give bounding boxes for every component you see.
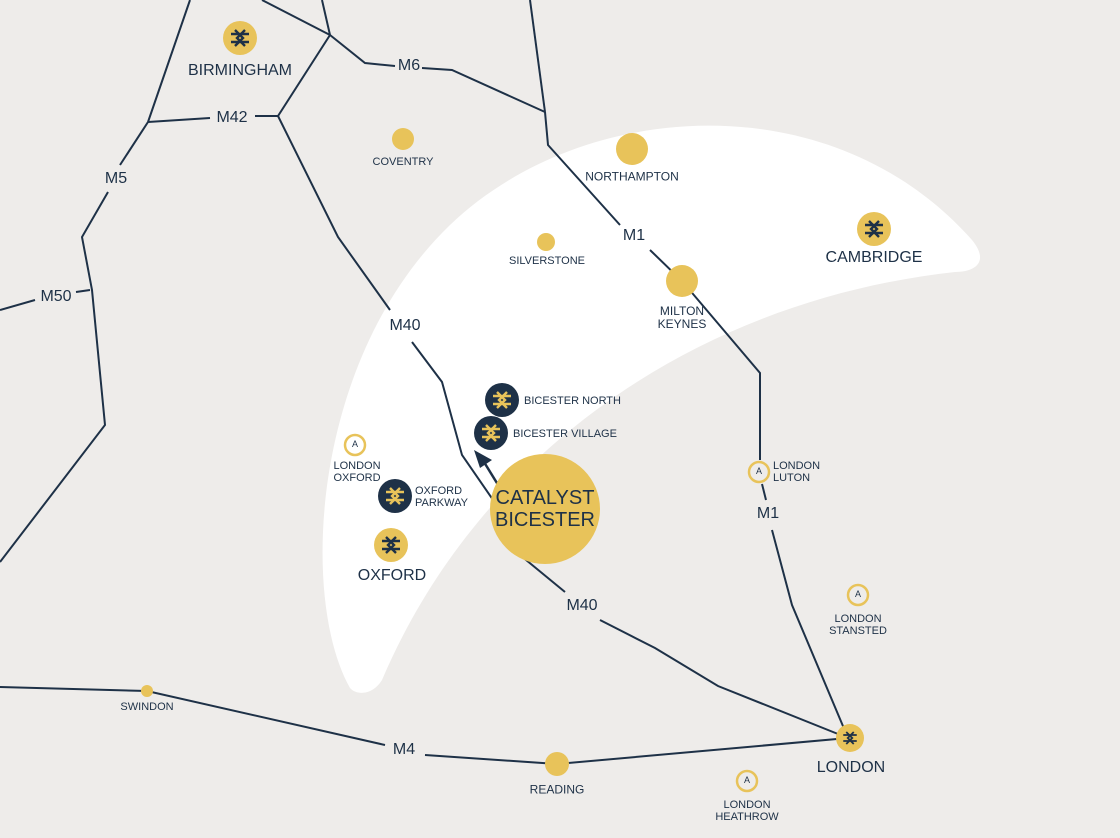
- dark-rail-stations: [378, 383, 519, 513]
- label-silverstone: SILVERSTONE: [508, 254, 586, 267]
- road-label-m5: M5: [102, 170, 130, 188]
- road-m4-east: [424, 737, 849, 766]
- arrow-head: [474, 450, 492, 468]
- road-m40-south: [599, 619, 849, 739]
- motorway-network: [0, 0, 849, 766]
- road-label-m6: M6: [395, 57, 423, 75]
- road-d: [529, 0, 546, 113]
- road-m1-south-a: [761, 483, 767, 501]
- reading-dot: [545, 752, 569, 776]
- label-cambridge: CAMBRIDGE: [825, 249, 923, 267]
- airport-icon: [846, 583, 870, 607]
- road-b: [261, 0, 331, 36]
- road-a: [147, 0, 191, 123]
- coventry-dot: [392, 128, 414, 150]
- swindon-dot: [141, 685, 153, 697]
- road-label-m1-north: M1: [620, 227, 648, 245]
- road-label-m40-north: M40: [387, 317, 423, 335]
- road-c: [321, 0, 331, 36]
- label-birmingham: BIRMINGHAM: [188, 62, 292, 80]
- road-m5: [119, 121, 149, 166]
- label-coventry: COVENTRY: [372, 155, 434, 168]
- label-bicester-north: BICESTER NORTH: [524, 394, 621, 407]
- airport-icon: [735, 769, 759, 793]
- town-dots: [141, 128, 698, 776]
- silverstone-dot: [537, 233, 555, 251]
- road-m40-north: [277, 115, 391, 311]
- label-northampton: NORTHAMPTON: [585, 169, 679, 184]
- road-m1-north: [544, 111, 621, 226]
- road-label-m40-south: M40: [564, 597, 600, 615]
- road-m6: [329, 34, 396, 67]
- road-label-m42: M42: [214, 109, 250, 127]
- road-m4-west: [0, 686, 386, 746]
- road-m40-mid: [411, 341, 501, 511]
- yellow-rail-stations: [223, 21, 891, 752]
- label-oxford: OXFORD: [357, 567, 427, 585]
- catchment-zone: [322, 125, 981, 693]
- label-swindon: SWINDON: [120, 700, 174, 713]
- airport-letter: A: [854, 589, 862, 600]
- road-m40-south-a: [519, 554, 566, 593]
- airport-icon: [343, 433, 367, 457]
- airport-letter: A: [755, 466, 763, 477]
- catalyst-bicester-dot: [490, 454, 600, 564]
- road-label-m4: M4: [390, 741, 418, 759]
- airports: [343, 433, 870, 793]
- road-m5-south: [0, 191, 109, 563]
- road-m1-south: [771, 529, 849, 739]
- label-reading: READING: [529, 782, 585, 797]
- label-bicester-village: BICESTER VILLAGE: [513, 427, 617, 440]
- road-m50: [0, 299, 36, 311]
- northampton-dot: [616, 133, 648, 165]
- airport-letter: A: [743, 775, 751, 786]
- road-label-m1-south: M1: [754, 505, 782, 523]
- road-m6b: [421, 67, 546, 113]
- road-label-m50: M50: [38, 288, 74, 306]
- road-m42-west: [147, 117, 211, 123]
- airport-letter: A: [351, 439, 359, 450]
- milton-keynes-dot: [666, 265, 698, 297]
- label-london: LONDON: [816, 759, 886, 777]
- airport-icon: [747, 460, 771, 484]
- road-m1-mid: [649, 249, 761, 460]
- road-m50-b: [75, 289, 91, 293]
